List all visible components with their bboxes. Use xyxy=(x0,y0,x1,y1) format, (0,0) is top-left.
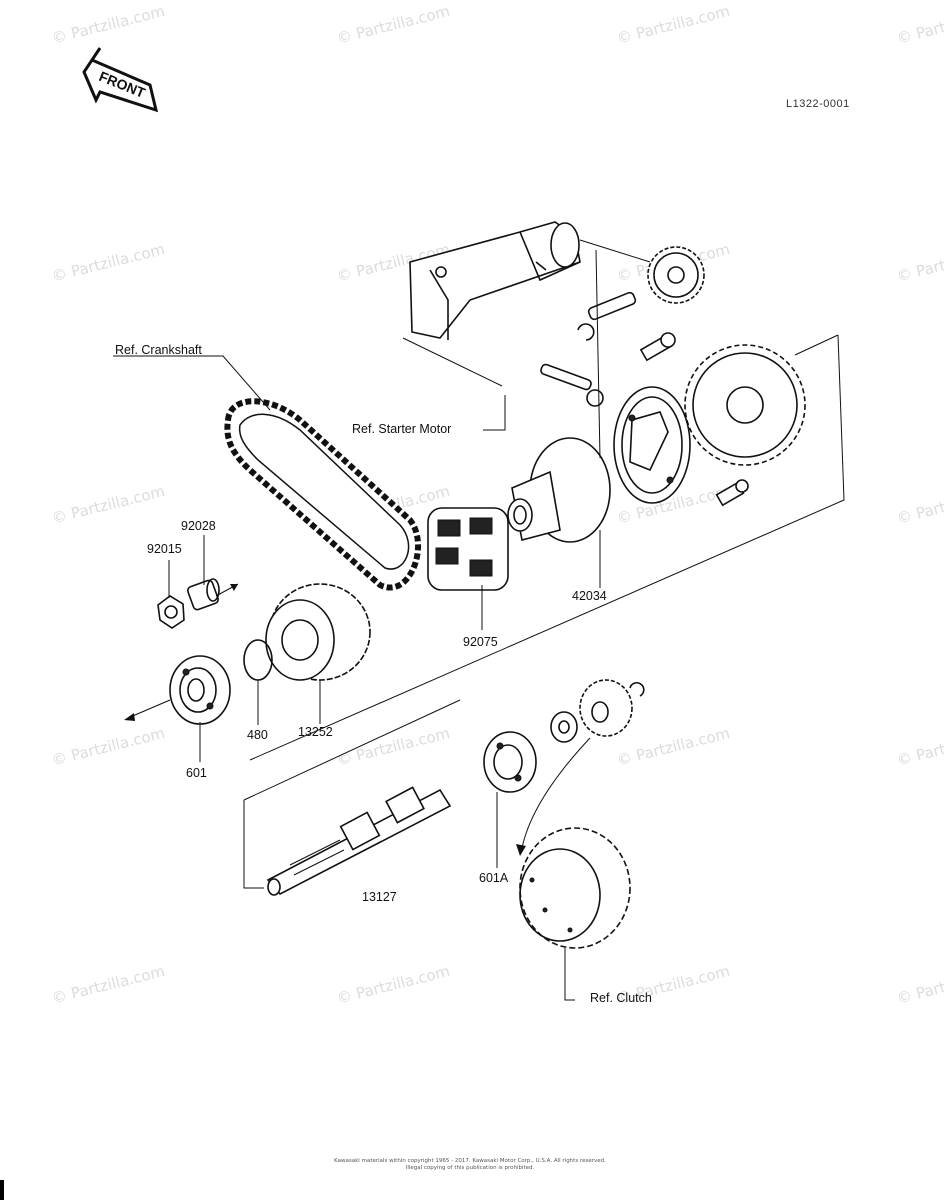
label-42034: 42034 xyxy=(572,589,607,603)
bolt xyxy=(639,332,676,362)
starter-clutch-gear xyxy=(507,437,611,543)
label-601: 601 xyxy=(186,766,207,780)
label-92028: 92028 xyxy=(181,519,216,533)
bolt xyxy=(715,479,749,507)
label-ref-clutch: Ref. Clutch xyxy=(590,991,652,1005)
starter-idle-gear xyxy=(579,239,705,304)
ball-bearing xyxy=(169,655,231,725)
label-ref-crankshaft: Ref. Crankshaft xyxy=(115,343,202,357)
copyright-notice: Kawasaki materials within copyright 1965… xyxy=(300,1158,640,1172)
diagram-code: L1322-0001 xyxy=(786,98,850,110)
front-arrow-icon: FRONT xyxy=(82,47,159,113)
label-601a: 601A xyxy=(479,871,509,885)
clutch-housing xyxy=(519,827,631,949)
drive-chain xyxy=(224,398,421,591)
starter-motor xyxy=(409,221,581,340)
circlip xyxy=(577,323,595,341)
secondary-gear xyxy=(265,583,371,681)
leader-lines xyxy=(113,355,601,1001)
pin xyxy=(540,363,592,391)
page-edge-mark xyxy=(0,1180,4,1200)
starter-clutch-body xyxy=(613,386,691,504)
assembly-boundary xyxy=(243,249,845,889)
collar xyxy=(187,578,220,611)
large-sprocket xyxy=(684,344,806,466)
damper-rubber xyxy=(427,507,509,591)
label-ref-starter-motor: Ref. Starter Motor xyxy=(352,422,452,436)
output-shaft xyxy=(266,786,452,896)
output-gear xyxy=(579,679,633,737)
copyright-line-1: Kawasaki materials within copyright 1965… xyxy=(334,1158,606,1164)
nut xyxy=(157,595,185,629)
label-480: 480 xyxy=(247,728,268,742)
ball-bearing-601a xyxy=(483,731,537,793)
label-92075: 92075 xyxy=(463,635,498,649)
label-13127: 13127 xyxy=(362,890,397,904)
circlip-480 xyxy=(243,639,273,681)
label-13252: 13252 xyxy=(298,725,333,739)
circlip xyxy=(629,682,645,697)
washer xyxy=(550,711,578,743)
copyright-line-2: Illegal copying of this publication is p… xyxy=(405,1165,535,1171)
label-92015: 92015 xyxy=(147,542,182,556)
